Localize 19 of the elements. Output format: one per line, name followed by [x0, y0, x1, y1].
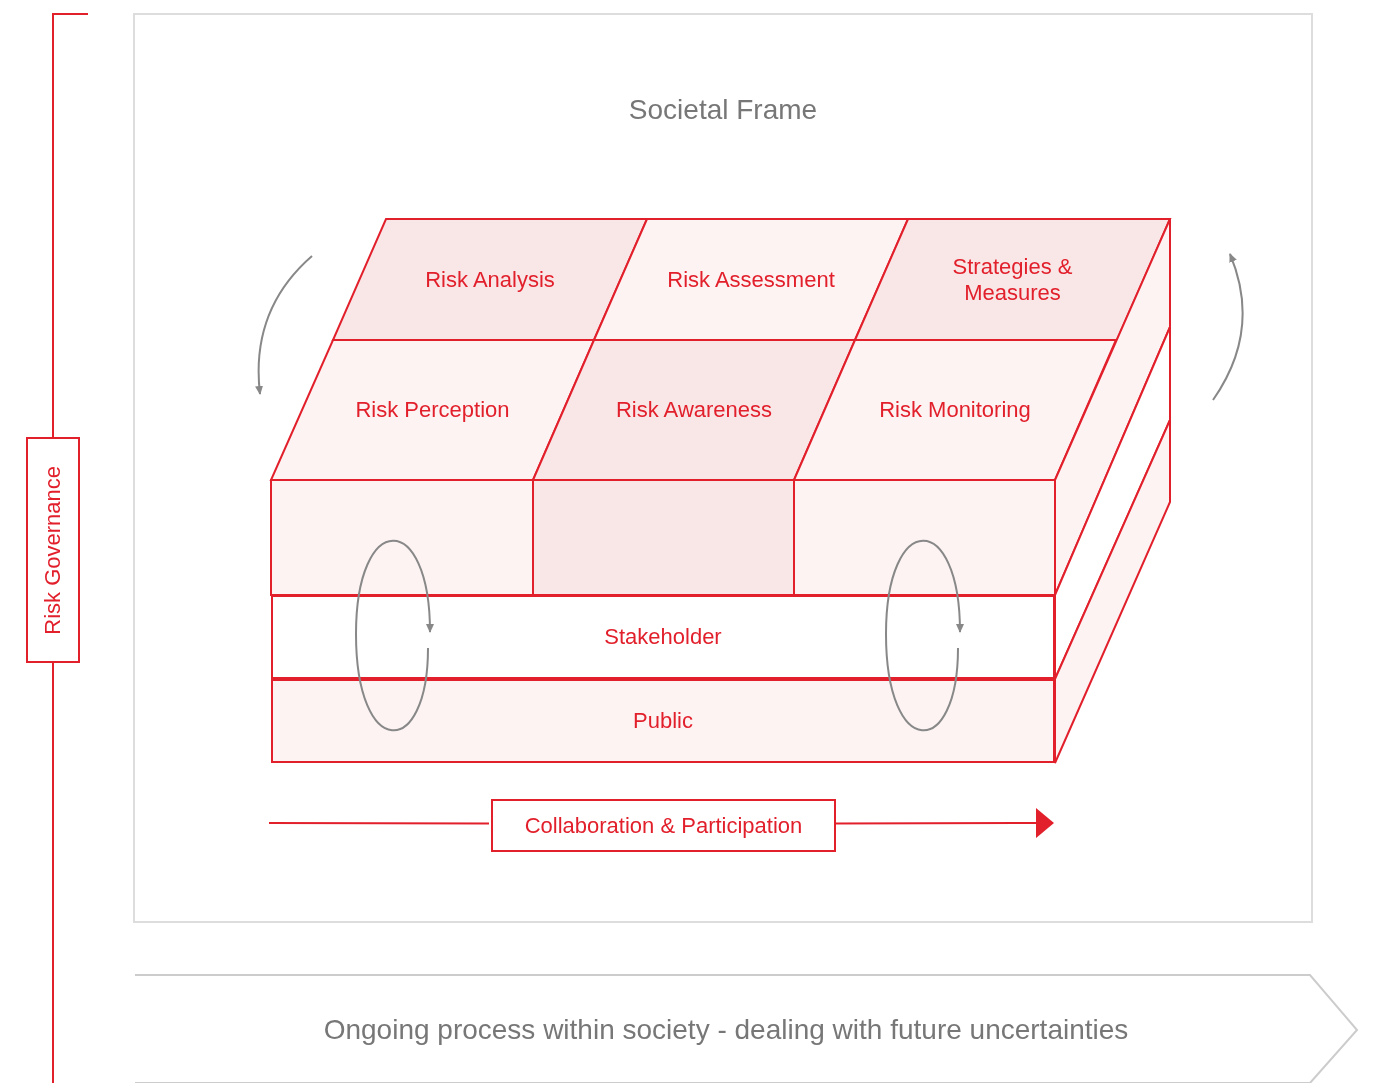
node-label: Risk Awareness — [615, 397, 773, 423]
arrow — [833, 808, 1054, 839]
node-label: Stakeholder — [604, 624, 722, 650]
node-label: Strategies & Measures — [951, 253, 1074, 306]
label-box — [491, 799, 836, 852]
connector-line — [268, 822, 490, 825]
node-label: Risk Analysis — [425, 266, 555, 293]
node-label: Societal Frame — [628, 93, 818, 127]
block-layer — [271, 679, 1055, 763]
node-label: Risk Monitoring — [879, 397, 1031, 423]
node-label: Risk Governance — [40, 465, 66, 635]
node-label: Public — [633, 708, 693, 734]
node-label: Collaboration & Participation — [524, 812, 803, 839]
node-label: Risk Assessment — [667, 266, 835, 293]
node-label: Ongoing process within society - dealing with future uncertainties — [323, 1013, 1129, 1047]
frame-box — [133, 13, 1313, 923]
node-label: Risk Perception — [355, 397, 510, 423]
block-layer — [271, 595, 1055, 679]
label-box — [26, 437, 80, 663]
